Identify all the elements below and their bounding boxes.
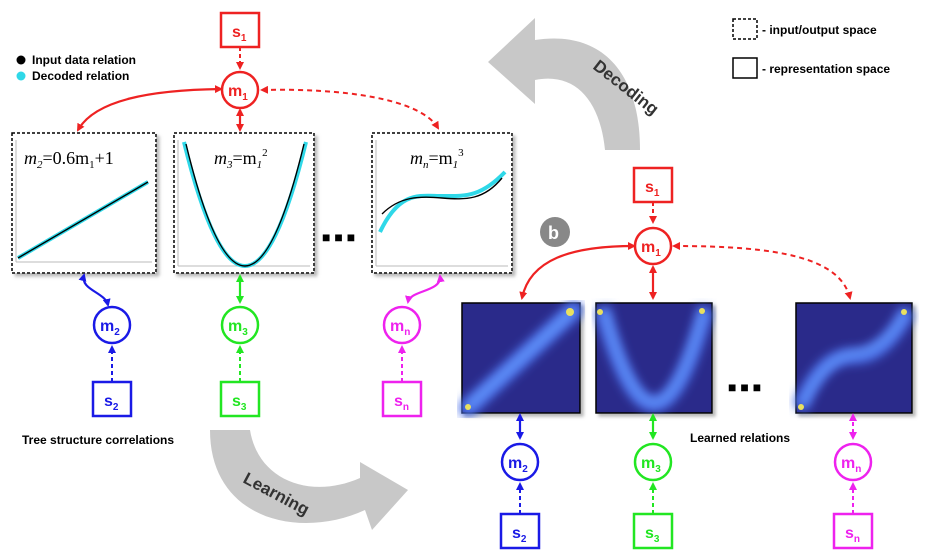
plot-m3-frame <box>173 132 315 274</box>
svg-text:m2: m2 <box>508 455 528 475</box>
m2-left-node <box>92 305 132 345</box>
svg-text:sn: sn <box>394 393 409 413</box>
plot-mn-frame <box>371 132 513 274</box>
svg-text:mn: mn <box>841 455 861 475</box>
plot-m3-input <box>185 143 305 267</box>
eq-m3: m3=m12 <box>214 147 268 171</box>
s3-right-node <box>632 512 674 550</box>
svg-text:m2: m2 <box>100 318 120 338</box>
svg-text:sn: sn <box>845 525 860 545</box>
left-tree: s1 m1 m2=0.6m1+1 m3=m12 ■ ■ ■ mn=m13 <box>11 11 513 447</box>
panel-b-label: b <box>548 223 559 243</box>
heatmap-m2 <box>459 301 583 417</box>
panel-b-badge <box>540 217 570 247</box>
eq-m2: m2=0.6m1+1 <box>24 148 114 171</box>
legend-decoded: Decoded relation <box>32 69 129 83</box>
legend-input: Input data relation <box>32 53 136 67</box>
ellipsis-left: ■ ■ ■ <box>322 229 355 245</box>
svg-text:m3: m3 <box>641 455 661 475</box>
heatmap-m3 <box>594 302 714 414</box>
legend-solid: - representation space <box>762 62 890 76</box>
s3-left-node <box>219 380 261 418</box>
svg-text:s1: s1 <box>232 24 247 44</box>
svg-text:m3: m3 <box>228 318 248 338</box>
mn-right-node <box>833 442 873 482</box>
svg-text:mn: mn <box>390 318 410 338</box>
svg-text:s3: s3 <box>232 393 247 413</box>
solid-box-icon <box>732 57 758 79</box>
plot-mn-input <box>381 177 503 215</box>
m3-left-node <box>220 305 260 345</box>
m3-right-node <box>633 442 673 482</box>
sn-right-node <box>832 512 874 550</box>
learned-caption: Learned relations <box>690 431 790 445</box>
s2-left-node <box>91 380 133 418</box>
decoding-arrow: Decoding <box>488 18 662 150</box>
mn-left-node <box>382 305 422 345</box>
legend-dashed: - input/output space <box>762 23 877 37</box>
tree-caption: Tree structure correlations <box>22 433 174 447</box>
sn-left-node <box>381 380 423 418</box>
heatmap-mn <box>792 302 916 414</box>
dashed-box-icon <box>732 18 758 40</box>
svg-text:s2: s2 <box>104 393 119 413</box>
s2-right-node <box>499 512 541 550</box>
right-learned: b s1 m1 ■ ■ ■ <box>459 166 916 550</box>
eq-mn: mn=m13 <box>410 147 464 171</box>
svg-text:m1: m1 <box>228 83 248 103</box>
input-dot-icon <box>16 55 26 65</box>
learning-arrow: Learning <box>210 430 408 530</box>
svg-text:s1: s1 <box>645 179 660 199</box>
svg-text:s3: s3 <box>645 525 660 545</box>
legend: Input data relation Decoded relation - i… <box>16 18 890 83</box>
m2-right-node <box>500 442 540 482</box>
plot-mn-decoded <box>378 170 507 233</box>
plot-m2-input <box>17 181 149 259</box>
svg-text:s2: s2 <box>512 525 527 545</box>
decoded-dot-icon <box>16 71 26 81</box>
svg-text:m1: m1 <box>641 239 661 259</box>
ellipsis-right: ■ ■ ■ <box>728 379 761 395</box>
